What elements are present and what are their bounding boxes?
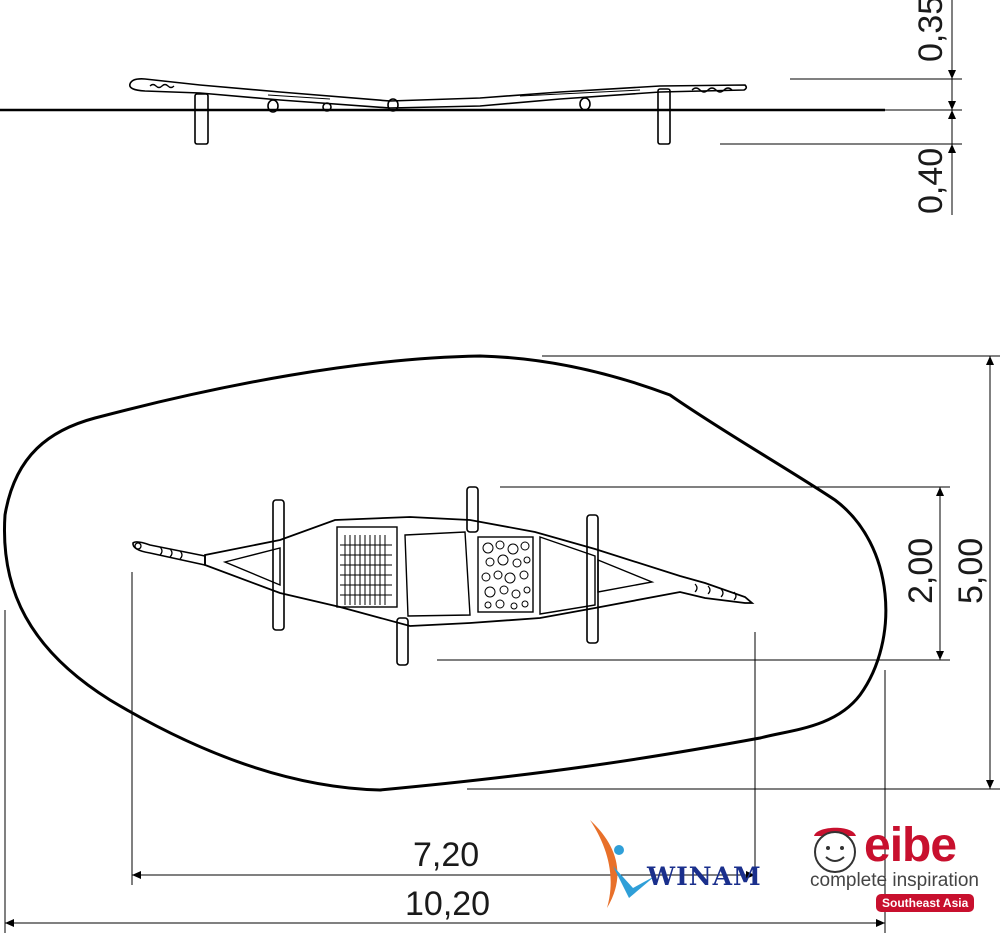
plan-post-1 — [272, 499, 285, 631]
winam-logo: WINAM — [585, 818, 765, 910]
bearing-3 — [387, 98, 399, 112]
safety-area-outline — [2, 354, 888, 792]
dim-label-area-width: 5,00 — [952, 538, 990, 604]
bearing-2 — [322, 102, 332, 112]
dim-arrow — [5, 919, 14, 927]
walkway-end-right-ornament — [691, 87, 733, 93]
balance-walkway-plan — [132, 486, 755, 666]
dim-arrow — [986, 356, 994, 365]
tip-ornament-left — [159, 546, 183, 560]
dim-arrow — [948, 110, 956, 119]
pebble-texture — [481, 540, 531, 610]
tip-ornament-right — [694, 583, 737, 601]
walkway-middle-frame — [404, 531, 471, 617]
plan-post-2 — [466, 486, 479, 533]
dim-label-height: 0,35 — [912, 0, 950, 62]
walkway-plank-right — [539, 536, 596, 615]
eibe-region-badge: Southeast Asia — [876, 894, 975, 912]
dim-label-eq-length: 7,20 — [413, 836, 479, 874]
dim-arrow — [986, 780, 994, 789]
dim-arrow — [746, 871, 755, 879]
eibe-logo: eibe complete inspiration Southeast Asia — [806, 820, 988, 916]
tip-bolt — [134, 542, 142, 550]
pebble-panel — [477, 536, 534, 613]
eibe-tagline: complete inspiration — [810, 870, 979, 891]
plan-post-3 — [396, 617, 409, 666]
plan-post-4 — [586, 514, 599, 644]
dim-arrow — [948, 144, 956, 153]
walkway-end-left-ornament — [149, 83, 175, 89]
dim-label-area-length: 10,20 — [405, 885, 490, 923]
winam-wordmark: WINAM — [647, 862, 762, 891]
side-elevation: 0,35 0,40 — [0, 0, 962, 215]
eibe-wordmark: eibe — [864, 819, 957, 872]
dim-label-eq-width: 2,00 — [902, 538, 940, 604]
dim-arrow — [936, 651, 944, 660]
dim-label-depth: 0,40 — [912, 148, 950, 214]
grating-panel — [336, 526, 398, 608]
eibe-face-icon — [814, 827, 856, 873]
grating-lines — [340, 535, 392, 605]
walkway-hull — [204, 516, 755, 627]
winam-swoosh-icon — [590, 820, 655, 908]
walkway-profile — [129, 78, 748, 109]
dim-arrow — [948, 70, 956, 79]
walkway-board-right — [519, 89, 641, 97]
bearing-1 — [267, 99, 279, 113]
post-right — [657, 88, 671, 145]
plan-view: 2,00 5,00 7,20 10,20 — [2, 354, 1000, 933]
dim-arrow — [936, 487, 944, 496]
dim-arrow — [132, 871, 141, 879]
dim-arrow — [876, 919, 885, 927]
walkway-board-left — [267, 94, 331, 100]
bearing-4 — [579, 97, 591, 111]
post-left — [194, 93, 209, 145]
dim-arrow — [948, 101, 956, 110]
walkway-tip-left — [132, 541, 206, 566]
walkway-triangle-left — [222, 547, 281, 587]
